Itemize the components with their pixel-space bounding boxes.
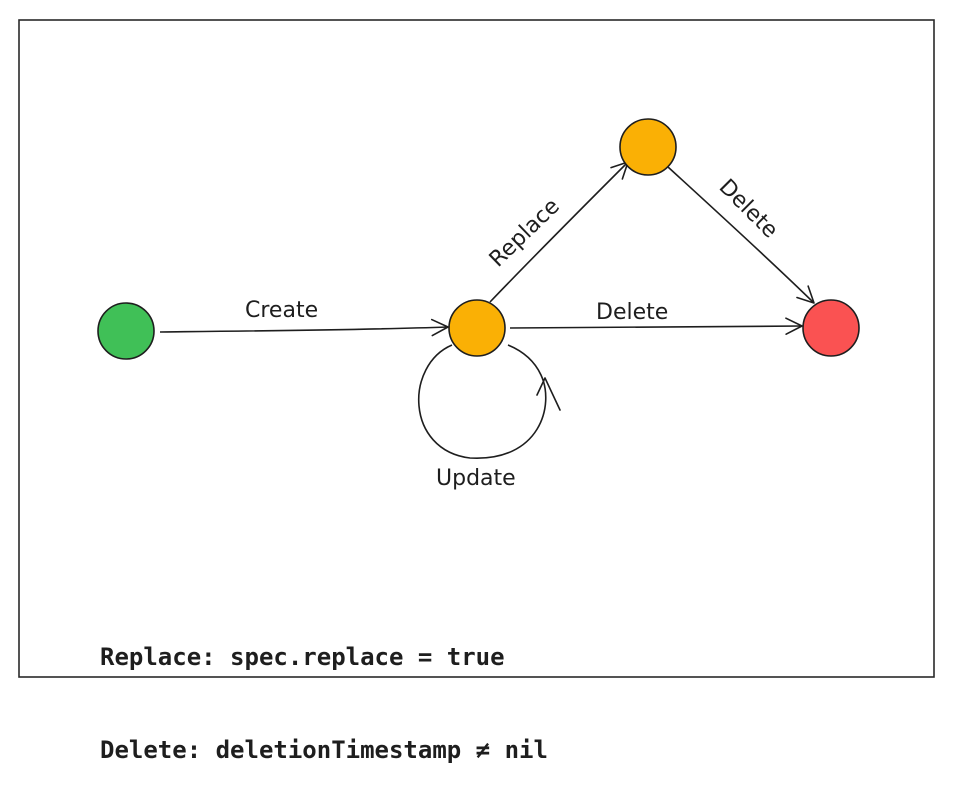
state-deleted: [802, 299, 860, 357]
label-update: Update: [436, 466, 516, 491]
state-initial: [97, 302, 155, 360]
edge-delete-from-replaced: [667, 166, 815, 304]
edge-update-loop: [417, 344, 547, 459]
edge-delete-direct: [509, 317, 803, 335]
edge-update-loop-arrowhead: [536, 377, 561, 411]
condition-notes: Replace: spec.replace = true Delete: del…: [100, 580, 548, 797]
state-replaced: [619, 118, 677, 176]
state-active: [448, 299, 506, 357]
label-delete-direct: Delete: [596, 300, 668, 325]
edge-replace: [489, 161, 629, 303]
note-delete: Delete: deletionTimestamp ≠ nil: [100, 736, 548, 764]
state-transition-diagram: Create Replace Delete Delete Update: [18, 19, 935, 678]
edge-create: [159, 318, 449, 337]
note-replace: Replace: spec.replace = true: [100, 643, 505, 671]
label-create: Create: [245, 298, 318, 323]
